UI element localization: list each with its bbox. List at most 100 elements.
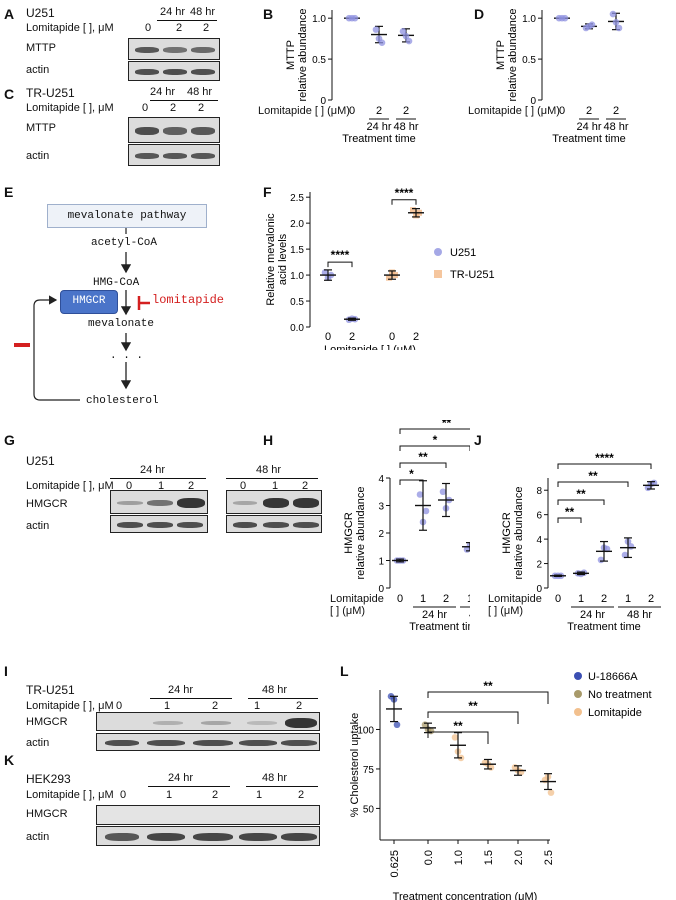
time-label: 24 hr: [150, 86, 176, 98]
time-label: 48 hr: [256, 464, 282, 476]
blot-strip-actin: [110, 515, 208, 533]
data-point: [416, 491, 424, 498]
data-point: [399, 27, 407, 35]
blot-row-label: actin: [26, 831, 50, 843]
x-tick-label: 0.0: [423, 850, 435, 865]
lane-concentration: 1: [254, 700, 261, 712]
data-point: [561, 14, 569, 22]
data-point: [393, 721, 401, 729]
significance-bracket: [399, 445, 470, 451]
significance-bracket: [399, 428, 470, 434]
y-axis-label: relative abundance: [507, 9, 519, 102]
pathway-arrows: [14, 228, 150, 401]
x-tick-label: 2: [376, 105, 382, 117]
significance-marker: ****: [395, 186, 414, 200]
group-axis-title: Treatment time: [409, 621, 470, 633]
significance-bracket: [557, 463, 652, 469]
time-label: 48 hr: [262, 684, 288, 696]
lane-concentration: 0: [120, 789, 127, 801]
x-tick-label: 0: [555, 593, 561, 605]
lane-concentration: 0: [145, 22, 152, 34]
x-axis-label: Lomitapide [ ] (μM): [258, 105, 350, 117]
concentration-label: Lomitapide [ ], μM: [26, 102, 114, 114]
legend-marker: [574, 672, 582, 680]
x-tick-label: 0: [559, 105, 565, 117]
lane-concentration: 0: [142, 102, 149, 114]
data-point: [547, 789, 555, 796]
group-label: 24 hr: [422, 609, 447, 621]
lane-concentration: 2: [302, 480, 309, 492]
lane-concentration: 2: [188, 480, 195, 492]
x-tick-label: 1.5: [483, 850, 495, 865]
time-label: 24 hr: [160, 6, 186, 18]
x-axis-label: Lomitapide: [330, 593, 384, 605]
lane-concentration: 2: [203, 22, 210, 34]
x-tick-label: 1: [625, 593, 631, 605]
y-tick-label: 6: [536, 511, 542, 522]
group-axis-title: Treatment time: [342, 133, 416, 145]
lane-concentration: 2: [298, 789, 305, 801]
data-point: [422, 507, 430, 515]
blot-row-label: MTTP: [26, 122, 56, 134]
x-tick-label: 2.5: [543, 850, 555, 865]
lane-concentration: 1: [256, 789, 263, 801]
pathway-box: mevalonate pathway: [47, 204, 207, 228]
panel-letter-k: K: [4, 752, 15, 768]
y-tick-label: 3: [378, 502, 384, 513]
lane-concentration: 0: [240, 480, 247, 492]
y-axis-label: Relative mevalonic: [265, 213, 277, 306]
y-tick-label: 0.0: [290, 323, 304, 334]
significance-bracket: [399, 479, 424, 485]
x-tick-label: 0: [349, 105, 355, 117]
cell-line-label: TR-U251: [26, 683, 75, 697]
significance-bracket: [557, 481, 629, 487]
group-label: 48 hr: [393, 121, 418, 133]
y-tick-label: 1: [378, 557, 384, 568]
pathway-node-hmg-coa: HMG-CoA: [93, 277, 140, 289]
lane-concentration: 2: [170, 102, 177, 114]
data-point: [386, 274, 392, 281]
time-label: 48 hr: [190, 6, 216, 18]
y-tick-label: 0: [530, 96, 536, 107]
significance-marker: **: [468, 699, 478, 713]
group-axis-title: Treatment time: [552, 133, 626, 145]
group-label: 48 hr: [469, 609, 470, 621]
legend-label: U-18666A: [588, 671, 638, 683]
significance-bracket: [557, 499, 605, 505]
time-label: 24 hr: [168, 772, 194, 784]
x-tick-label: 2: [648, 593, 654, 605]
legend-marker: [574, 690, 582, 698]
significance-marker: ****: [331, 248, 350, 262]
blot-row-label: actin: [26, 737, 50, 749]
y-tick-label: 1.0: [312, 14, 326, 25]
data-point: [615, 24, 623, 32]
concentration-label: Lomitapide [ ], μM: [26, 789, 114, 801]
legend-marker: [434, 270, 442, 278]
group-axis-title: Treatment time: [567, 621, 641, 633]
x-tick-label: 1: [467, 593, 470, 605]
y-axis-label: MTTP: [495, 40, 507, 70]
data-point: [405, 37, 413, 45]
blot-row-label: actin: [26, 64, 50, 76]
lane-concentration: 2: [296, 700, 303, 712]
significance-marker: **: [418, 450, 428, 464]
time-label: 24 hr: [140, 464, 166, 476]
blot-strip-hmgcr: [96, 805, 320, 825]
data-point: [402, 32, 410, 40]
pathway-node-dots: . . .: [110, 350, 144, 362]
blot-strip-actin: [128, 61, 220, 81]
blot-strip-hmgcr: [110, 490, 208, 514]
blot-strip-actin: [226, 515, 322, 533]
data-point: [627, 543, 635, 550]
x-axis-label: [ ] (μM): [330, 605, 365, 617]
y-axis-label: relative abundance: [355, 487, 367, 580]
blot-strip-actin: [96, 826, 320, 846]
y-tick-label: 100: [357, 725, 374, 736]
cell-line-label: U251: [26, 454, 55, 468]
cell-line-label: TR-U251: [26, 86, 75, 100]
y-axis-label: relative abundance: [513, 487, 525, 580]
